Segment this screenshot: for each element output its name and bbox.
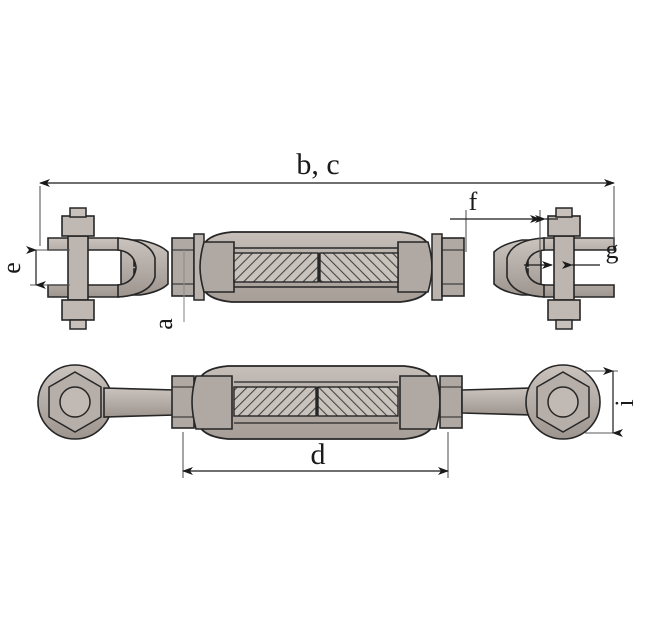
right-lock-nut <box>441 237 465 297</box>
body-left-boss <box>199 241 235 293</box>
dimension-label-a: a <box>149 318 178 330</box>
right-jaw-pin <box>553 235 575 301</box>
right-locknut-assembly <box>431 233 465 301</box>
left-eye-assembly <box>37 364 176 440</box>
dimension-label-d: d <box>311 438 326 471</box>
side-view-dimensions: d i <box>182 367 639 478</box>
dimension-label-e: e <box>0 262 26 274</box>
body-side-right-boss <box>399 375 441 430</box>
left-jaw-assembly <box>47 207 169 330</box>
right-jaw-bend <box>506 237 545 298</box>
dimension-label-i: i <box>610 399 639 406</box>
body-right-boss <box>397 241 433 293</box>
dimension-bc: b, c <box>39 148 615 246</box>
right-threaded-rod-side <box>317 386 399 417</box>
front-view-dimensions: b, c f g e a <box>0 148 619 330</box>
left-threaded-rod <box>233 252 319 283</box>
left-eye-shank <box>103 387 176 418</box>
left-eye-bore <box>59 386 91 418</box>
dimension-d: d <box>182 432 449 478</box>
right-eye-shank <box>461 387 534 416</box>
left-locknut-assembly <box>171 233 205 301</box>
right-pin-tip-top <box>555 207 573 218</box>
right-washer <box>431 233 443 301</box>
right-eye-assembly <box>461 364 601 440</box>
left-threaded-rod-side <box>233 386 317 417</box>
left-jaw-bend <box>117 237 156 298</box>
left-locknut-side <box>171 375 195 429</box>
right-pin-tip-bottom <box>555 319 573 330</box>
side-elevation-view <box>37 364 601 440</box>
right-lock-nut-side <box>439 375 463 429</box>
right-locknut-side <box>439 375 463 429</box>
front-elevation-view <box>47 207 615 330</box>
right-eye-bore <box>547 386 579 418</box>
dimension-a: a <box>149 250 185 330</box>
left-pin-tip-bottom <box>69 319 87 330</box>
dimension-label-g: g <box>606 235 619 264</box>
left-lock-nut-side <box>171 375 195 429</box>
dimension-label-bc: b, c <box>296 148 339 181</box>
right-jaw-assembly <box>493 207 615 330</box>
dimension-g: g <box>524 235 619 269</box>
turnbuckle-body <box>199 231 433 303</box>
body-side-left-boss <box>191 375 233 430</box>
right-pin-nut-bottom <box>547 299 581 321</box>
turnbuckle-body-side <box>191 365 441 440</box>
left-lock-nut <box>171 237 195 297</box>
dimension-i: i <box>585 367 639 437</box>
dimension-label-f: f <box>469 187 478 216</box>
right-threaded-rod <box>319 252 399 283</box>
dimension-e: e <box>0 246 70 289</box>
left-jaw-pin <box>67 235 89 301</box>
left-pin-tip-top <box>69 207 87 218</box>
left-pin-nut-bottom <box>61 299 95 321</box>
dimension-f: f <box>450 187 558 258</box>
left-pin-head-top <box>61 215 95 237</box>
